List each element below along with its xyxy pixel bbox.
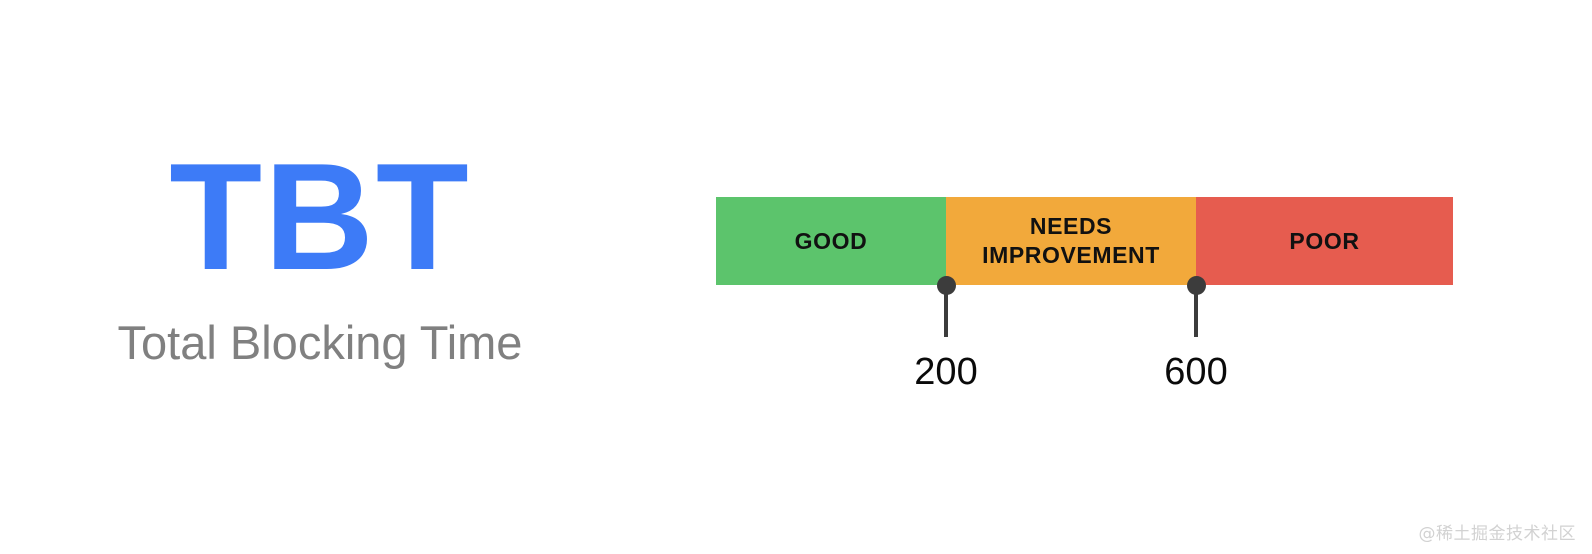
watermark: @稀土掘金技术社区 bbox=[1418, 524, 1576, 544]
threshold-marker-600: 600 bbox=[1164, 276, 1228, 391]
metric-abbreviation: TBT bbox=[169, 132, 471, 302]
metric-full-name: Total Blocking Time bbox=[117, 316, 523, 370]
threshold-bar: GOOD NEEDS IMPROVEMENT POOR bbox=[716, 197, 1453, 285]
bar-segment-needs-improvement: NEEDS IMPROVEMENT bbox=[946, 197, 1196, 285]
marker-stem bbox=[1194, 293, 1198, 337]
bar-segment-good: GOOD bbox=[716, 197, 946, 285]
marker-dot-icon bbox=[1186, 276, 1206, 295]
bar-segment-poor: POOR bbox=[1196, 197, 1453, 285]
bar-segment-needs-improvement-label: NEEDS IMPROVEMENT bbox=[982, 213, 1160, 268]
threshold-value-200: 200 bbox=[914, 351, 978, 393]
bar-segment-poor-label: POOR bbox=[1289, 227, 1360, 254]
threshold-value-600: 600 bbox=[1164, 351, 1228, 393]
threshold-marker-200: 200 bbox=[914, 276, 978, 391]
bar-segment-good-label: GOOD bbox=[794, 227, 868, 254]
metric-identity: TBT Total Blocking Time bbox=[0, 132, 640, 370]
marker-stem bbox=[944, 293, 948, 337]
marker-dot-icon bbox=[936, 276, 956, 295]
